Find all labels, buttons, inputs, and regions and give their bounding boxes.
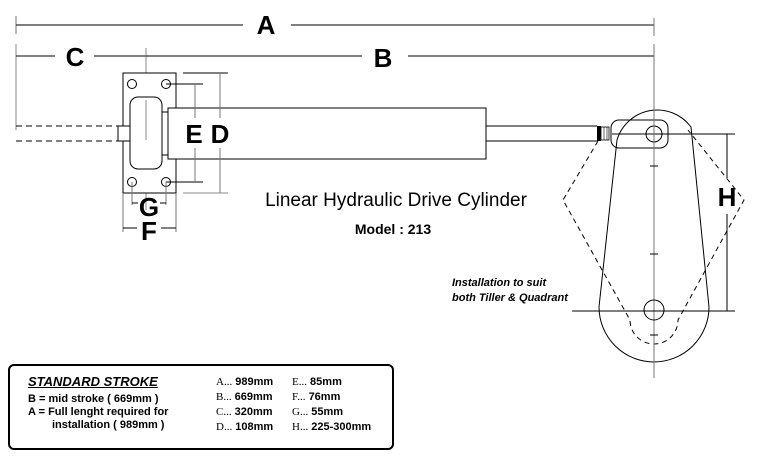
dimension-key: H... [292, 421, 309, 433]
dimension-label-d: D [211, 119, 230, 149]
dimension-table: A... 989mm E... 85mm B... 669mm F... 76m… [216, 375, 392, 435]
dimension-label-f: F [141, 216, 157, 246]
dimension-d: D [183, 72, 230, 194]
spec-line-full-length: A = Full lenght required for [28, 406, 169, 418]
standard-stroke-spec-box: STANDARD STROKE B = mid stroke ( 669mm )… [8, 364, 394, 450]
piston-rod [486, 125, 610, 142]
dimension-label-a: A [257, 10, 276, 40]
spec-line-mid-stroke: B = mid stroke ( 669mm ) [28, 393, 159, 405]
dimension-label-e: E [185, 119, 202, 149]
dimension-c: C [15, 42, 146, 130]
dimension-key: E... [292, 376, 307, 388]
installation-note-line-1: Installation to suit [452, 277, 547, 289]
dimension-entry: H... 225-300mm [292, 420, 392, 435]
mounting-bracket [117, 72, 177, 194]
dimension-value: 85mm [310, 376, 342, 388]
dimension-key: D... [216, 421, 233, 433]
tiller-arm [562, 100, 745, 378]
dimension-value: 108mm [235, 421, 274, 433]
dimension-key: C... [216, 406, 232, 418]
dimension-f: F [122, 193, 177, 246]
dimension-value: 76mm [308, 391, 341, 403]
dimension-key: G... [292, 406, 309, 418]
rod-end-clevis [610, 119, 735, 149]
dimension-a: A [15, 10, 655, 40]
dimension-entry: F... 76mm [292, 390, 392, 405]
diagram-title: Linear Hydraulic Drive Cylinder [265, 190, 528, 211]
dimension-value: 989mm [235, 376, 274, 388]
spec-heading: STANDARD STROKE [28, 374, 158, 389]
dimension-value: 669mm [234, 391, 273, 403]
dimension-key: B... [216, 391, 232, 403]
dimension-key: A... [216, 376, 233, 388]
spec-line-installation: installation ( 989mm ) [52, 419, 165, 431]
dimension-label-b: B [374, 43, 393, 73]
model-label: Model : 213 [355, 221, 431, 237]
dimension-entry: D... 108mm [216, 420, 292, 435]
cylinder-body [162, 107, 487, 160]
spec-notes: STANDARD STROKE B = mid stroke ( 669mm )… [28, 374, 218, 432]
dimension-value: 55mm [311, 406, 344, 418]
installation-note-line-2: both Tiller & Quadrant [452, 292, 569, 304]
dimension-label-h: H [718, 182, 737, 212]
extended-rod-dashed [16, 125, 120, 142]
dimension-entry: G... 55mm [292, 405, 392, 420]
dimension-label-c: C [66, 42, 85, 72]
dimension-entry: E... 85mm [292, 375, 392, 390]
dimension-value: 320mm [234, 406, 273, 418]
dimension-entry: B... 669mm [216, 390, 292, 405]
dimension-entry: C... 320mm [216, 405, 292, 420]
dimension-e: E [166, 83, 203, 183]
dimension-key: F... [292, 391, 306, 403]
dimension-label-g: G [139, 192, 159, 222]
dimension-h: H [718, 134, 737, 311]
dimension-g: G [131, 182, 167, 222]
dimension-value: 225-300mm [311, 421, 372, 433]
dimension-entry: A... 989mm [216, 375, 292, 390]
